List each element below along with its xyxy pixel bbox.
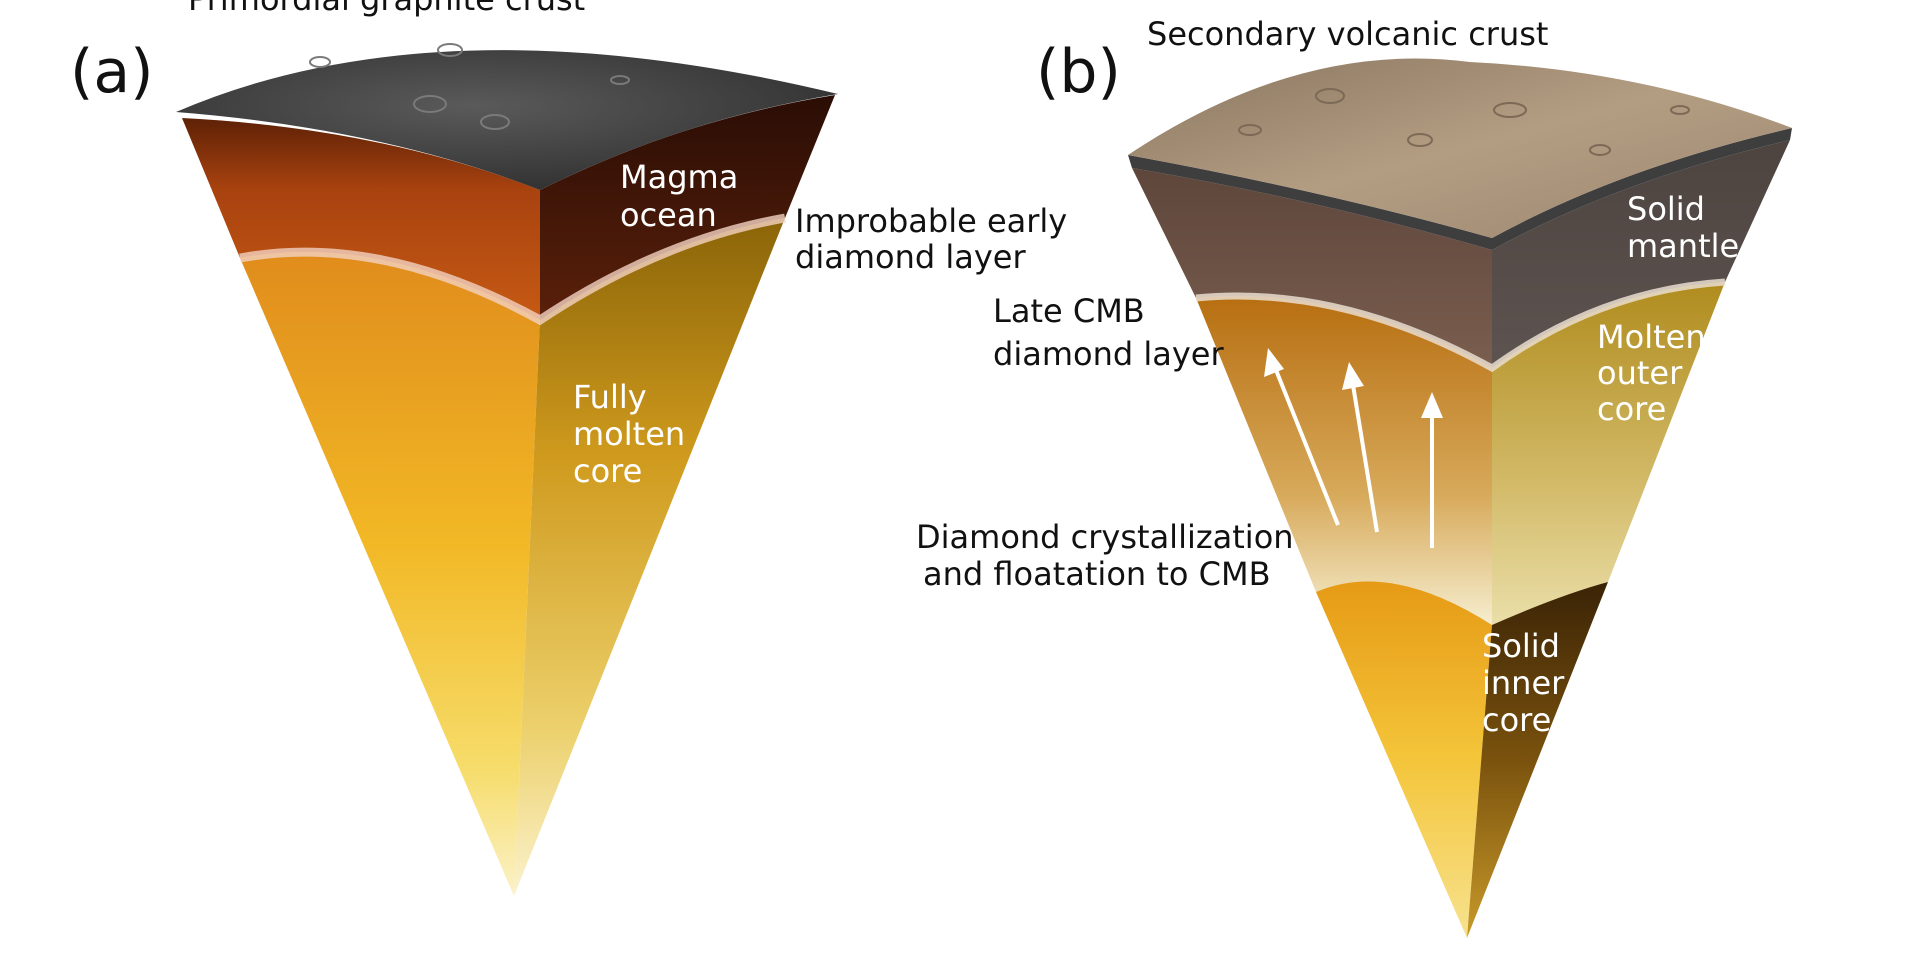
panel-a-core-label-line3: core xyxy=(573,452,642,490)
panel-b-crater-marks xyxy=(1238,88,1690,156)
panel-a-core-left-face xyxy=(240,252,540,896)
panel-b-mantle-label-line1: Solid xyxy=(1627,190,1705,228)
panel-a-graphite-crust xyxy=(176,50,838,190)
panel-b-diagram xyxy=(1128,58,1792,938)
panel-b-arrow-2 xyxy=(1351,384,1379,533)
panel-b-crystallization-label-line2: and floatation to CMB xyxy=(923,555,1271,593)
panel-b-mantle-label-line2: mantle xyxy=(1627,227,1739,265)
panel-b-outer-core-label-line2: outer xyxy=(1597,354,1683,392)
panel-a-core-label-line2: molten xyxy=(573,415,685,453)
panel-b-label: (b) xyxy=(1036,37,1121,107)
panel-b-outer-core-label-line1: Molten xyxy=(1597,318,1706,356)
panel-a-core-right-face xyxy=(514,218,785,896)
panel-a-early-diamond-layer xyxy=(239,213,786,326)
panel-b-floatation-arrows xyxy=(1264,348,1443,548)
panel-b-mantle-right-face xyxy=(1492,140,1790,368)
panel-a-diamond-label-line1: Improbable early xyxy=(795,202,1067,240)
panel-b-arrow-2-head xyxy=(1342,362,1364,390)
panel-b-crust-rim xyxy=(1128,128,1792,250)
panel-a-diagram xyxy=(176,43,838,896)
panel-a-crust-label: Primordial graphite crust xyxy=(188,0,585,18)
panel-b-cmb-diamond-layer xyxy=(1195,278,1726,373)
panel-a-magma-left-face xyxy=(182,118,540,320)
panel-b-inner-core-left-face xyxy=(1316,581,1492,938)
panel-b-outer-core-label-line3: core xyxy=(1597,390,1666,428)
panel-b-arrow-1 xyxy=(1274,369,1340,526)
panel-a-core-label-line1: Fully xyxy=(573,378,647,416)
panel-b-crystallization-label-line1: Diamond crystallization xyxy=(916,518,1294,556)
panel-a-magma-label-line1: Magma xyxy=(620,158,738,196)
panel-b-cmb-label-line1: Late CMB xyxy=(993,292,1145,330)
panel-b-arrow-1-head xyxy=(1264,348,1284,377)
panel-a-diamond-label-line2: diamond layer xyxy=(795,238,1026,276)
panel-a-magma-label-line2: ocean xyxy=(620,196,717,234)
panel-b-inner-core-label-line2: inner xyxy=(1482,664,1565,702)
panel-b-inner-core-label-line3: core xyxy=(1482,701,1551,739)
panel-b-inner-core-right-face xyxy=(1467,582,1608,938)
panel-a-crater-marks xyxy=(309,43,630,130)
panel-b-volcanic-crust xyxy=(1128,58,1792,238)
panel-b-mantle-left-face xyxy=(1132,168,1492,368)
panel-b-cmb-label-line2: diamond layer xyxy=(993,335,1224,373)
panel-a-magma-right-face xyxy=(540,95,835,320)
panel-b-inner-core-label-line1: Solid xyxy=(1482,627,1560,665)
panel-b-outer-core-right-face xyxy=(1492,282,1725,625)
panel-a-label: (a) xyxy=(70,37,154,107)
panel-b-outer-core-left-face xyxy=(1196,296,1492,625)
panel-b-crust-label: Secondary volcanic crust xyxy=(1147,15,1548,53)
panel-b-arrow-3-head xyxy=(1421,392,1443,418)
